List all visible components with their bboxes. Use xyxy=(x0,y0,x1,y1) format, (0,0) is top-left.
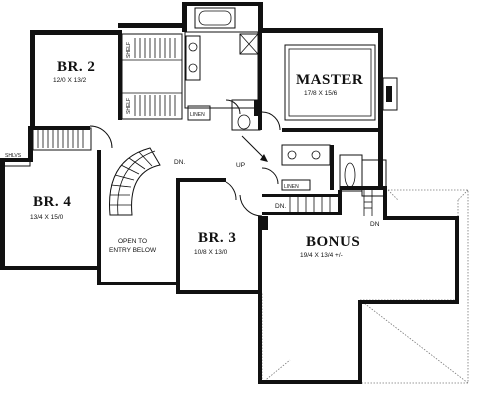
room-dims-master: 17/8 X 15/6 xyxy=(304,90,338,97)
room-name-br2: BR. 2 xyxy=(57,59,95,75)
br4-closet xyxy=(1,127,92,167)
open-to-label: OPEN TO xyxy=(118,238,147,245)
room-bonus: BONUS 19/4 X 13/4 +/- xyxy=(300,234,360,259)
room-br4: BR. 4 13/4 X 15/0 xyxy=(30,194,71,221)
down-label-right: DN xyxy=(370,221,380,228)
main-stairs: DN. xyxy=(109,147,185,216)
br2-closet: SHELF SHELF xyxy=(121,33,183,120)
down-label-bonus: DN. xyxy=(275,203,286,210)
room-name-br4: BR. 4 xyxy=(33,194,71,210)
shelf-label-bottom: SHELF xyxy=(126,98,132,114)
up-indicator: UP xyxy=(236,135,268,169)
entry-below-label: ENTRY BELOW xyxy=(109,247,157,254)
room-br2: BR. 2 12/0 X 13/2 xyxy=(53,59,95,84)
master-room xyxy=(284,44,398,121)
master-bath: LINEN xyxy=(231,99,387,197)
hall-bath: LINEN xyxy=(184,7,259,121)
bonus-stairs: DN. DN xyxy=(275,190,380,228)
room-dims-br2: 12/0 X 13/2 xyxy=(53,77,87,84)
closet-shelf-lines xyxy=(134,38,176,116)
room-dims-br4: 13/4 X 15/0 xyxy=(30,214,64,221)
linen-label-hall: LINEN xyxy=(190,112,205,118)
room-name-bonus: BONUS xyxy=(306,234,360,250)
doors xyxy=(89,99,281,217)
room-name-br3: BR. 3 xyxy=(198,230,236,246)
room-br3: BR. 3 10/8 X 13/0 xyxy=(194,230,236,256)
room-dims-br3: 10/8 X 13/0 xyxy=(194,249,228,256)
room-master: MASTER 17/8 X 15/6 xyxy=(296,72,363,97)
shelf-label-top: SHELF xyxy=(126,42,132,58)
up-label: UP xyxy=(236,162,245,169)
room-dims-bonus: 19/4 X 13/4 +/- xyxy=(300,252,343,259)
down-label-main: DN. xyxy=(174,159,185,166)
open-to-entry: OPEN TO ENTRY BELOW xyxy=(109,238,157,254)
room-name-master: MASTER xyxy=(296,72,363,88)
shelves-label: SHLVS xyxy=(5,153,22,159)
linen-label-master: LINEN xyxy=(284,184,299,190)
